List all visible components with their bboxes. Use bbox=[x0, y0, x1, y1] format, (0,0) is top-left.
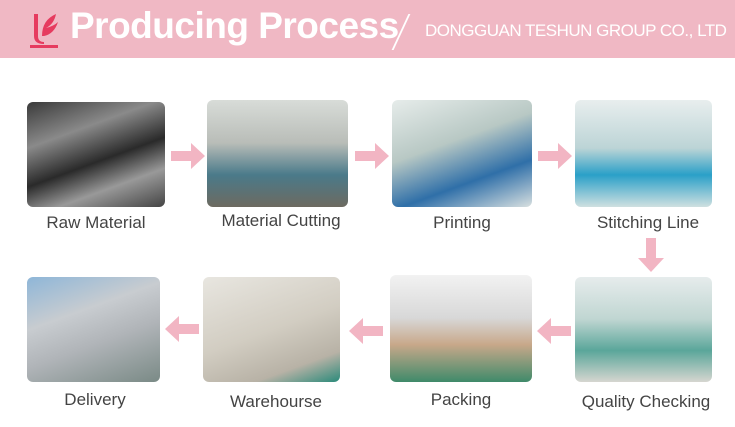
header-banner: Producing Process DONGGUAN TESHUN GROUP … bbox=[0, 0, 735, 58]
photo-quality-checking bbox=[575, 277, 712, 382]
step-label-packing: Packing bbox=[430, 390, 492, 409]
arrow-down-icon bbox=[638, 238, 664, 272]
step-label-warehouse: Warehourse bbox=[230, 392, 322, 411]
company-name: DONGGUAN TESHUN GROUP CO., LTD bbox=[425, 21, 727, 40]
photo-material-cutting bbox=[207, 100, 348, 207]
arrow-right-icon bbox=[355, 143, 389, 169]
arrow-right-icon bbox=[171, 143, 205, 169]
step-label-stitching-line: Stitching Line bbox=[596, 213, 700, 232]
arrow-right-icon bbox=[538, 143, 572, 169]
photo-stitching-line bbox=[575, 100, 712, 207]
arrow-left-icon bbox=[537, 318, 571, 344]
photo-packing bbox=[390, 275, 532, 382]
step-label-delivery: Delivery bbox=[64, 390, 126, 409]
arrow-left-icon bbox=[349, 318, 383, 344]
step-label-raw-material: Raw Material bbox=[46, 213, 146, 232]
step-label-material-cutting: Material Cutting bbox=[221, 211, 341, 230]
page-title: Producing Process bbox=[70, 5, 399, 46]
photo-raw-material bbox=[27, 102, 165, 207]
brand-logo-icon bbox=[30, 14, 58, 48]
arrow-left-icon bbox=[165, 316, 199, 342]
photo-delivery bbox=[27, 277, 160, 382]
step-label-quality-checking: Quality Checking bbox=[581, 392, 711, 411]
photo-printing bbox=[392, 100, 532, 207]
step-label-printing: Printing bbox=[433, 213, 491, 232]
photo-warehouse bbox=[203, 277, 340, 382]
